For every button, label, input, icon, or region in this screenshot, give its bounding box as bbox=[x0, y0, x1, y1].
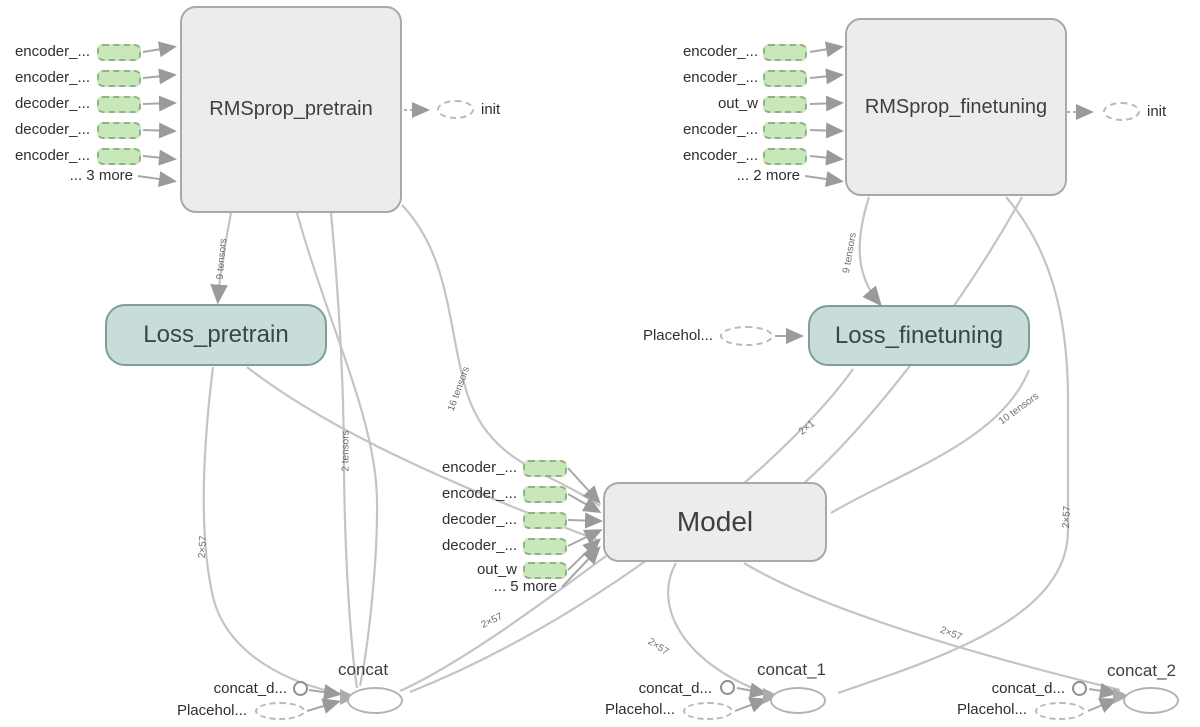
input-label: decoder_... bbox=[14, 121, 90, 138]
input-chip[interactable] bbox=[523, 538, 567, 555]
input-chip[interactable] bbox=[97, 122, 141, 139]
node-rmsprop-pretrain-label: RMSprop_pretrain bbox=[209, 98, 373, 120]
placeholder-label: Placehol... bbox=[956, 701, 1027, 718]
const-label: concat_d... bbox=[638, 680, 712, 697]
input-chip[interactable] bbox=[763, 44, 807, 61]
edge-label: 2×57 bbox=[196, 535, 210, 559]
input-label: out_w bbox=[476, 561, 517, 578]
const-circle[interactable] bbox=[293, 681, 308, 696]
input-chip[interactable] bbox=[97, 44, 141, 61]
input-label: encoder_... bbox=[682, 69, 758, 86]
node-concat1[interactable] bbox=[770, 687, 826, 714]
input-label: encoder_... bbox=[14, 147, 90, 164]
node-concat[interactable] bbox=[347, 687, 403, 714]
const-label: concat_d... bbox=[991, 680, 1065, 697]
input-chip[interactable] bbox=[763, 96, 807, 113]
node-concat2-label: concat_2 bbox=[1107, 661, 1176, 680]
input-chip[interactable] bbox=[763, 148, 807, 165]
placeholder-ellipse[interactable] bbox=[683, 702, 733, 720]
node-loss-pretrain[interactable]: Loss_pretrain bbox=[105, 304, 327, 366]
node-model[interactable]: Model bbox=[603, 482, 827, 562]
input-label: encoder_... bbox=[441, 485, 517, 502]
placeholder-label: Placehol... bbox=[176, 702, 247, 719]
input-label: decoder_... bbox=[14, 95, 90, 112]
node-concat-label: concat bbox=[338, 660, 389, 679]
node-loss-finetuning-label: Loss_finetuning bbox=[834, 321, 1004, 349]
placeholder-ellipse[interactable] bbox=[1035, 702, 1085, 720]
input-chip[interactable] bbox=[763, 122, 807, 139]
input-label: encoder_... bbox=[14, 69, 90, 86]
input-label: encoder_... bbox=[682, 43, 758, 60]
input-label: decoder_... bbox=[441, 537, 517, 554]
const-label: concat_d... bbox=[213, 680, 287, 697]
input-label: encoder_... bbox=[441, 459, 517, 476]
init-node-ellipse[interactable] bbox=[1103, 102, 1140, 121]
node-rmsprop-finetuning[interactable]: RMSprop_finetuning bbox=[845, 18, 1067, 196]
more-inputs-label: ... 2 more bbox=[736, 167, 800, 184]
placeholder-ellipse[interactable] bbox=[255, 702, 305, 720]
input-arrows bbox=[137, 41, 1118, 714]
input-label: encoder_... bbox=[14, 43, 90, 60]
input-chip[interactable] bbox=[523, 512, 567, 529]
input-label: out_w bbox=[717, 95, 758, 112]
more-inputs-label: ... 3 more bbox=[69, 167, 133, 184]
placeholder-label: Placehol... bbox=[604, 701, 675, 718]
edge-label: 2×57 bbox=[1060, 505, 1074, 529]
input-chip[interactable] bbox=[523, 486, 567, 503]
input-chip[interactable] bbox=[97, 96, 141, 113]
placeholder-label: Placehol... bbox=[642, 327, 713, 344]
init-label: init bbox=[1147, 103, 1167, 120]
node-loss-finetuning[interactable]: Loss_finetuning bbox=[808, 305, 1030, 366]
const-circle[interactable] bbox=[1072, 681, 1087, 696]
node-rmsprop-finetuning-label: RMSprop_finetuning bbox=[864, 95, 1048, 118]
placeholder-ellipse[interactable] bbox=[720, 326, 773, 346]
more-inputs-label: ... 5 more bbox=[493, 578, 557, 595]
node-concat2[interactable] bbox=[1123, 687, 1179, 714]
init-label: init bbox=[481, 101, 501, 118]
edge-label: 2 tensors bbox=[340, 430, 352, 472]
input-chip[interactable] bbox=[763, 70, 807, 87]
init-node-ellipse[interactable] bbox=[437, 100, 474, 119]
input-label: decoder_... bbox=[441, 511, 517, 528]
input-chip[interactable] bbox=[97, 70, 141, 87]
input-label: encoder_... bbox=[682, 121, 758, 138]
control-dependency-arrows bbox=[404, 102, 1094, 120]
input-chip[interactable] bbox=[523, 562, 567, 579]
node-concat1-label: concat_1 bbox=[757, 660, 826, 679]
node-loss-pretrain-label: Loss_pretrain bbox=[143, 321, 289, 348]
node-model-label: Model bbox=[676, 506, 754, 537]
input-chip[interactable] bbox=[523, 460, 567, 477]
const-circle[interactable] bbox=[720, 680, 735, 695]
input-label: encoder_... bbox=[682, 147, 758, 164]
input-chip[interactable] bbox=[97, 148, 141, 165]
node-rmsprop-pretrain[interactable]: RMSprop_pretrain bbox=[180, 6, 402, 213]
